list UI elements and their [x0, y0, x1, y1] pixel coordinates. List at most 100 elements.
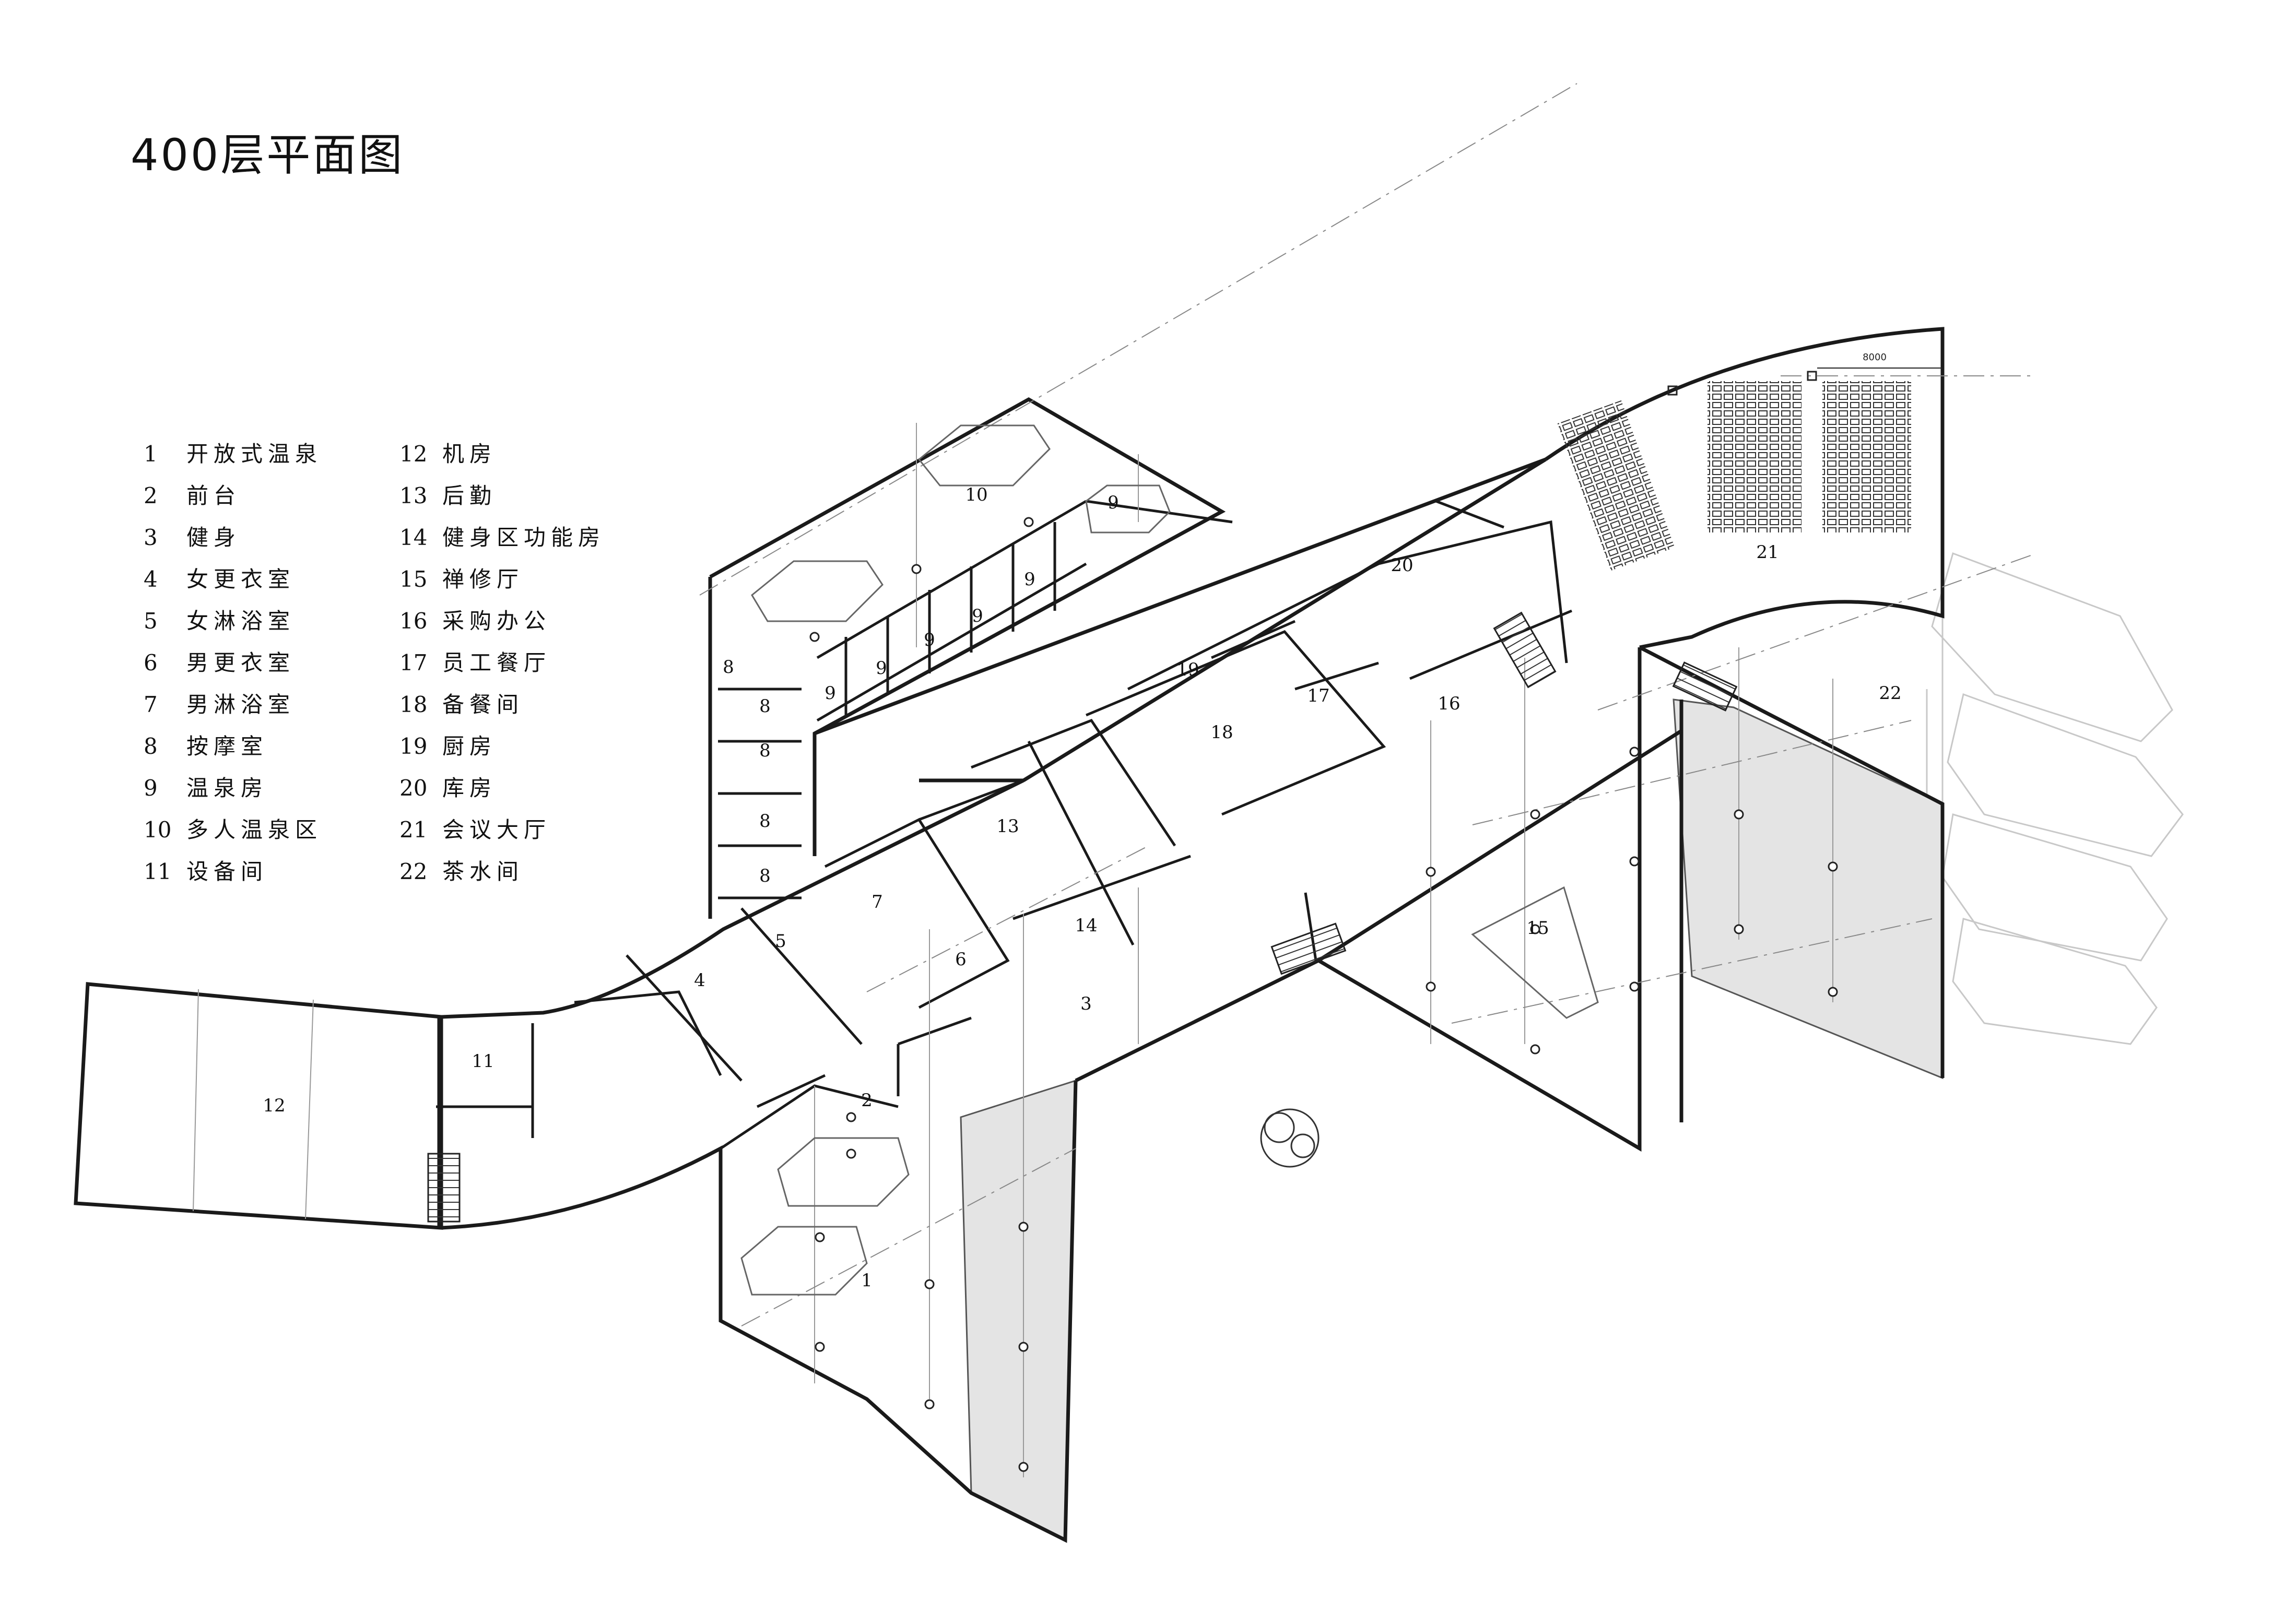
tree-symbol — [1260, 1108, 1320, 1168]
legend-item: 14 健身区功能房 — [399, 517, 605, 559]
room-label-19: 19 — [1176, 659, 1199, 680]
room-label-9d: 9 — [972, 606, 983, 626]
room-label-5: 5 — [775, 931, 786, 952]
legend-number: 16 — [399, 608, 428, 634]
legend-label: 健身 — [186, 525, 241, 550]
legend-item: 16 采购办公 — [399, 600, 605, 642]
legend-item: 1 开放式温泉 — [144, 433, 322, 475]
room-label-8b: 8 — [759, 740, 771, 761]
room-label-17: 17 — [1307, 685, 1329, 706]
room-label-9: 9 — [825, 683, 836, 704]
room-label-2: 2 — [861, 1090, 873, 1111]
legend-number: 4 — [144, 566, 158, 592]
legend-item: 11 设备间 — [144, 851, 322, 893]
legend-label: 设备间 — [186, 859, 268, 884]
legend-label: 机房 — [442, 441, 497, 467]
legend-label: 女淋浴室 — [186, 608, 296, 634]
legend-label: 备餐间 — [442, 692, 524, 717]
legend-label: 后勤 — [442, 483, 497, 508]
legend-item: 20 库房 — [399, 767, 605, 809]
room-label-9c: 9 — [924, 630, 935, 650]
legend-item: 18 备餐间 — [399, 684, 605, 726]
legend-label: 健身区功能房 — [442, 525, 606, 550]
legend-number: 22 — [399, 859, 428, 884]
building-outer-walls — [74, 327, 1945, 1543]
legend-item: 2 前台 — [144, 475, 322, 517]
legend-label: 女更衣室 — [186, 566, 296, 592]
legend-item: 3 健身 — [144, 517, 322, 559]
room-label-8: 8 — [723, 657, 734, 678]
room-label-8d: 8 — [759, 866, 771, 886]
legend-item: 6 男更衣室 — [144, 642, 322, 684]
legend-number: 20 — [399, 775, 428, 801]
legend-number: 1 — [144, 441, 158, 467]
room-label-13: 13 — [996, 816, 1019, 837]
legend-number: 18 — [399, 692, 428, 717]
legend-item: 17 员工餐厅 — [399, 642, 605, 684]
legend-label: 厨房 — [442, 733, 497, 759]
legend-number: 14 — [399, 525, 428, 550]
legend-label: 开放式温泉 — [186, 441, 323, 467]
column-markers — [809, 517, 1838, 1472]
legend-number: 10 — [144, 817, 172, 843]
legend-number: 8 — [144, 733, 158, 759]
legend-item: 8 按摩室 — [144, 726, 322, 767]
legend-number: 19 — [399, 733, 428, 759]
legend-number: 17 — [399, 650, 428, 676]
room-label-3: 3 — [1080, 993, 1092, 1014]
legend-label: 禅修厅 — [442, 566, 524, 592]
legend-number: 12 — [399, 441, 428, 467]
pool-outlines — [740, 424, 1599, 1296]
legend-item: 21 会议大厅 — [399, 809, 605, 851]
room-label-15: 15 — [1526, 918, 1549, 939]
room-label-4: 4 — [694, 970, 705, 991]
legend-label: 按摩室 — [186, 733, 268, 759]
legend-number: 11 — [144, 859, 172, 884]
room-label-16: 16 — [1438, 693, 1460, 714]
legend-label: 库房 — [442, 775, 497, 801]
legend-label: 男淋浴室 — [186, 692, 296, 717]
hatched-strips — [960, 698, 1944, 1542]
structural-gridlines — [699, 83, 2037, 1326]
room-label-14: 14 — [1075, 915, 1097, 936]
room-label-7: 7 — [872, 892, 883, 913]
stairs-and-elevators — [427, 611, 1738, 1223]
legend-number: 21 — [399, 817, 428, 843]
dimension-marker: 8000 — [1667, 352, 1942, 396]
legend-number: 9 — [144, 775, 158, 801]
legend-label: 前台 — [186, 483, 241, 508]
legend-label: 员工餐厅 — [442, 650, 551, 676]
room-label-8e: 8 — [759, 696, 771, 717]
legend-item: 12 机房 — [399, 433, 605, 475]
legend-label: 多人温泉区 — [186, 817, 323, 843]
room-label-6: 6 — [955, 949, 967, 970]
legend-number: 7 — [144, 692, 158, 717]
legend-number: 6 — [144, 650, 158, 676]
plan-title: 400层平面图 — [131, 129, 405, 181]
dimension-text: 8000 — [1863, 352, 1887, 363]
interior-walls — [436, 500, 1572, 1227]
room-label-20: 20 — [1391, 555, 1413, 576]
ghost-outline-right — [1926, 552, 2184, 1055]
legend-number: 5 — [144, 608, 158, 634]
room-label-9e: 9 — [1024, 569, 1035, 590]
legend-label: 采购办公 — [442, 608, 551, 634]
legend-column-left: 1 开放式温泉 2 前台 3 健身 4 女更衣室 5 女淋浴室 6 男更衣室 7 男淋浴室 8… — [144, 433, 322, 893]
legend-item: 22 茶水间 — [399, 851, 605, 893]
legend-item: 19 厨房 — [399, 726, 605, 767]
auditorium-seating — [1557, 381, 1911, 571]
legend-label: 男更衣室 — [186, 650, 296, 676]
legend-number: 2 — [144, 483, 158, 508]
room-label-9f: 9 — [1108, 492, 1119, 513]
room-label-1: 1 — [861, 1270, 873, 1291]
legend-label: 茶水间 — [442, 859, 524, 884]
legend-item: 7 男淋浴室 — [144, 684, 322, 726]
legend-label: 会议大厅 — [442, 817, 551, 843]
legend-number: 3 — [144, 525, 158, 550]
legend-item: 5 女淋浴室 — [144, 600, 322, 642]
room-label-12: 12 — [263, 1095, 285, 1116]
